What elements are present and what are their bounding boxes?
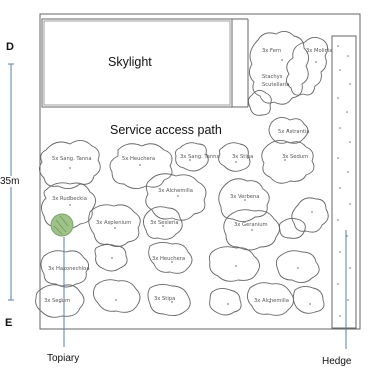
plant-label: 3x Sedum (282, 154, 308, 160)
plant-label: 5x Sang. Tanna (52, 156, 92, 162)
hedge-dots (337, 45, 351, 317)
skylight-label: Skylight (108, 55, 152, 69)
plant-label: Scutellaria (262, 82, 289, 88)
plant-dots (59, 59, 317, 305)
hedge-strip (331, 35, 357, 329)
plant-label: 3x Geranium (234, 222, 268, 228)
plant-label: 3x Alchemilla (254, 298, 289, 304)
plant-label: 3x Alchemilla (158, 188, 193, 194)
plant-label: 3x Molinia (306, 48, 332, 54)
topiary-circle (50, 213, 74, 237)
plant-label: 3x Stipa (154, 296, 175, 302)
plant-label: Stachys (262, 74, 283, 80)
compass-top-label: D (6, 41, 14, 53)
hedge-label: Hedge (322, 356, 352, 367)
service-path-label: Service access path (110, 123, 222, 137)
plant-label: 3x Verbena (230, 194, 259, 200)
plant-label: 3x Sesleria (150, 220, 179, 226)
topiary-label: Topiary (47, 353, 80, 364)
plant-label: 3x Rudbeckia (52, 196, 87, 202)
dimension-label: 35m (0, 176, 20, 187)
compass-bottom-label: E (5, 317, 13, 329)
plant-label: 3x Sedum (44, 298, 70, 304)
planting-beds (35, 31, 329, 318)
plant-label: 3x Stipa (232, 154, 253, 160)
plant-label: 3x Fern (262, 48, 281, 54)
plant-label: 3x Sang. Tanna (180, 154, 220, 160)
plant-label: 5x Astrantia (278, 129, 310, 135)
plant-label: 3x Heuchera (152, 256, 185, 262)
plant-label: 5x Heuchera (122, 156, 155, 162)
plant-label: 3x Asplenium (96, 220, 131, 226)
skylight-box (41, 18, 233, 108)
plant-label: 3x Hakonechloa (48, 266, 90, 272)
